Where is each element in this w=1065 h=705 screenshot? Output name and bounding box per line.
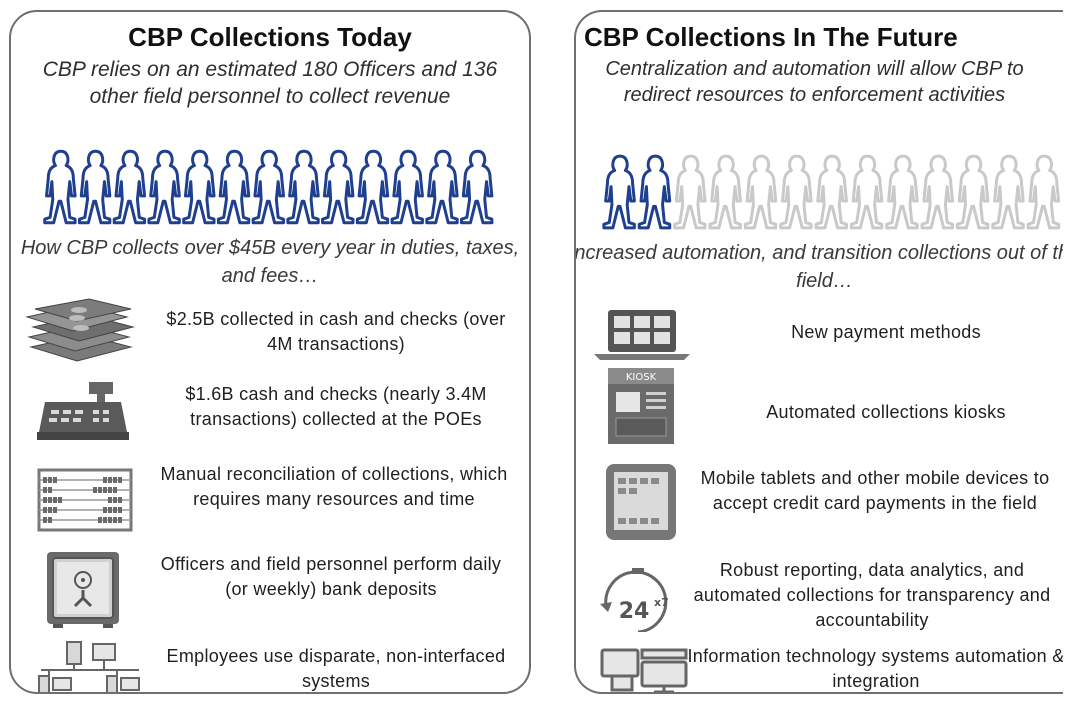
person-active-icon bbox=[637, 154, 672, 230]
monitors-icon bbox=[600, 648, 688, 692]
kiosk-label: KIOSK bbox=[626, 372, 657, 383]
person-active-icon bbox=[147, 149, 181, 225]
item-text: Mobile tablets and other mobile devices … bbox=[700, 468, 1050, 513]
person-inactive-icon bbox=[779, 154, 813, 230]
stopwatch-label: 24 bbox=[619, 599, 650, 624]
person-active-icon bbox=[251, 149, 285, 225]
panel-title: CBP Collections In The Future bbox=[584, 22, 958, 52]
panel-collections-today: CBP Collections Today CBP relies on an e… bbox=[9, 10, 531, 694]
abacus-icon bbox=[37, 468, 133, 532]
networked-computers-icon bbox=[38, 641, 140, 692]
tablet-icon bbox=[606, 464, 676, 540]
person-active-icon bbox=[460, 149, 494, 225]
item-it-systems: Information technology systems automatio… bbox=[576, 644, 1063, 692]
item-text: Automated collections kiosks bbox=[766, 402, 1006, 422]
item-payment-methods: New payment methods bbox=[576, 302, 1063, 362]
item-text: Officers and field personnel perform dai… bbox=[160, 554, 502, 599]
item-text: $1.6B cash and checks (nearly 3.4M trans… bbox=[185, 384, 487, 429]
stopwatch-24x7-icon: 24 x7 bbox=[600, 568, 669, 632]
kiosk-icon: KIOSK bbox=[608, 368, 674, 444]
item-text: Manual reconciliation of collections, wh… bbox=[160, 464, 508, 509]
item-text: Robust reporting, data analytics, and au… bbox=[693, 560, 1051, 630]
person-active-icon bbox=[425, 149, 459, 225]
panel-subtitle: CBP relies on an estimated 180 Officers … bbox=[42, 58, 498, 108]
person-active-icon bbox=[216, 149, 251, 225]
intro-text: Increased automation, and transition col… bbox=[574, 242, 1063, 292]
person-inactive-icon bbox=[743, 154, 778, 230]
person-inactive-icon bbox=[920, 154, 955, 230]
person-active-icon bbox=[286, 149, 320, 225]
panel-title: CBP Collections Today bbox=[128, 22, 412, 52]
person-inactive-icon bbox=[708, 154, 742, 230]
laptop-payment-icon bbox=[594, 310, 690, 360]
cash-stack-icon bbox=[25, 298, 135, 362]
item-abacus: Manual reconciliation of collections, wh… bbox=[11, 460, 529, 540]
person-inactive-icon bbox=[673, 154, 707, 230]
item-systems: Employees use disparate, non-interfaced … bbox=[11, 640, 529, 692]
stopwatch-superscript: x7 bbox=[654, 596, 669, 609]
person-inactive-icon bbox=[849, 154, 884, 230]
person-inactive-icon bbox=[1026, 154, 1061, 230]
item-reporting: 24 x7 Robust reporting, data analytics, … bbox=[576, 558, 1063, 642]
item-kiosk: KIOSK Automated collections kiosks bbox=[576, 364, 1063, 448]
person-active-icon bbox=[182, 149, 216, 225]
person-active-icon bbox=[355, 149, 390, 225]
panel-subtitle: Centralization and automation will allow… bbox=[605, 58, 1024, 106]
person-active-icon bbox=[112, 149, 147, 225]
person-inactive-icon bbox=[955, 154, 990, 230]
item-text: $2.5B collected in cash and checks (over… bbox=[166, 309, 506, 354]
item-tablets: Mobile tablets and other mobile devices … bbox=[576, 456, 1063, 548]
panel-collections-future: CBP Collections In The Future Centraliza… bbox=[574, 10, 1063, 694]
person-active-icon bbox=[43, 149, 77, 225]
person-inactive-icon bbox=[814, 154, 848, 230]
item-cash-checks: $2.5B collected in cash and checks (over… bbox=[11, 297, 529, 367]
person-active-icon bbox=[321, 149, 355, 225]
intro-text: How CBP collects over $45B every year in… bbox=[20, 237, 520, 287]
personnel-figures bbox=[602, 154, 1061, 230]
person-inactive-icon bbox=[991, 154, 1025, 230]
person-active-icon bbox=[77, 149, 112, 225]
cash-register-icon bbox=[37, 382, 129, 440]
item-text: Information technology systems automatio… bbox=[687, 646, 1063, 691]
person-active-icon bbox=[390, 149, 424, 225]
item-register: $1.6B cash and checks (nearly 3.4M trans… bbox=[11, 374, 529, 454]
person-inactive-icon bbox=[885, 154, 919, 230]
safe-icon bbox=[47, 552, 119, 628]
item-safe: Officers and field personnel perform dai… bbox=[11, 546, 529, 630]
personnel-figures bbox=[43, 149, 494, 225]
person-active-icon bbox=[602, 154, 636, 230]
item-text: New payment methods bbox=[791, 322, 981, 342]
item-text: Employees use disparate, non-interfaced … bbox=[166, 646, 506, 691]
